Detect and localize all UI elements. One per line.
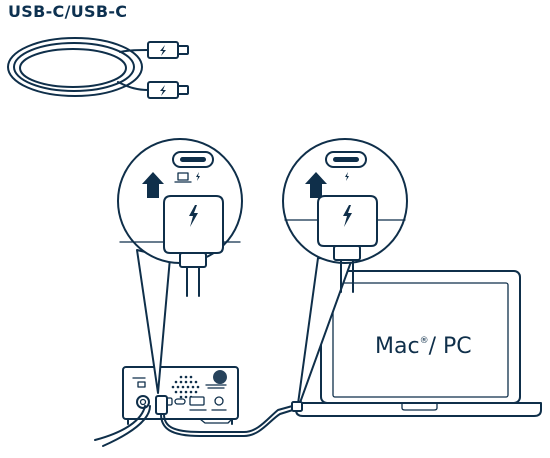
drive-enclosure (122, 366, 239, 425)
up-arrow-icon (142, 172, 164, 198)
usb-c-cable (163, 404, 297, 433)
brand-logo-icon (213, 370, 227, 385)
callout-computer-port (282, 138, 408, 412)
thunderbolt-icon (196, 172, 200, 181)
callout-drive-port (117, 138, 243, 394)
laptop-usb-c-plug (291, 401, 303, 412)
thunderbolt-icon (160, 45, 166, 56)
up-arrow-icon (305, 172, 327, 198)
laptop-computer: Mac®/ PC (295, 270, 542, 417)
thunderbolt-icon (343, 205, 352, 227)
usb-c-cable-icon (7, 37, 189, 99)
power-cable (102, 405, 151, 447)
thunderbolt-icon (345, 172, 349, 181)
thunderbolt-icon (160, 85, 166, 96)
computer-icon (177, 172, 189, 181)
thunderbolt-icon (189, 205, 198, 227)
vent-grille (171, 375, 200, 399)
cable-title: USB-C/USB-C (8, 2, 128, 21)
power-cable (94, 405, 146, 441)
computer-label: Mac®/ PC (375, 334, 472, 359)
usb-c-cable (160, 408, 297, 437)
